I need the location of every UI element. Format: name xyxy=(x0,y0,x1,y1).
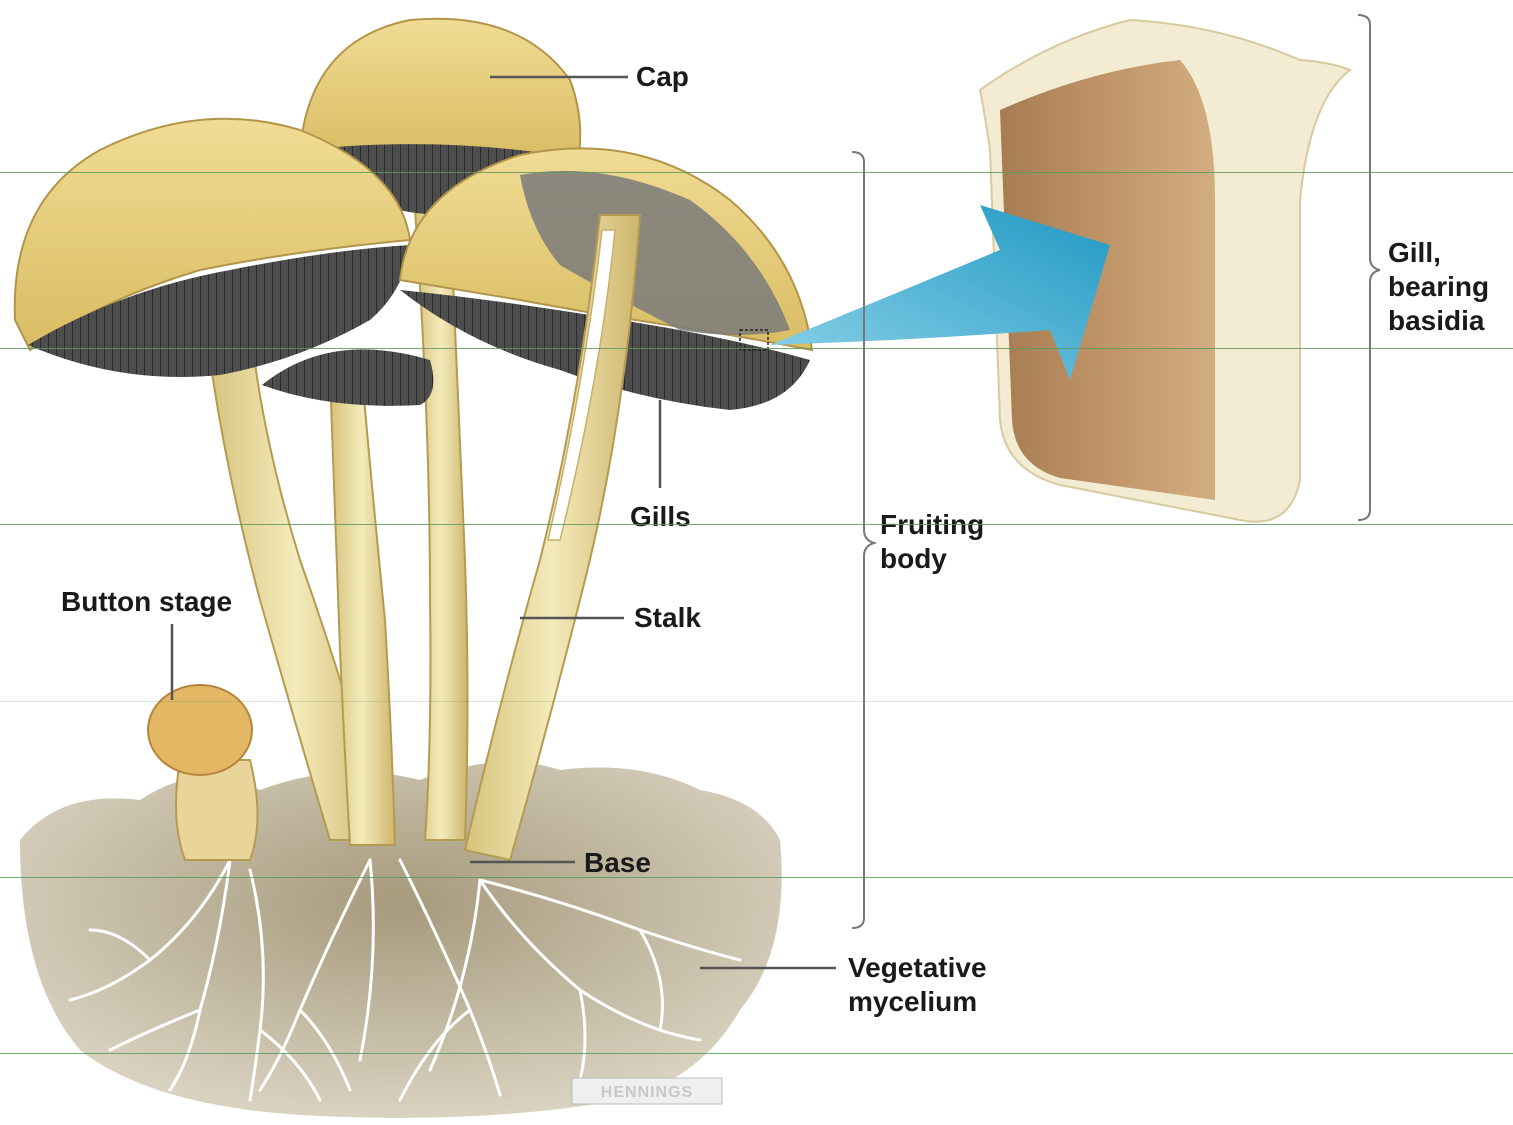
label-stalk: Stalk xyxy=(634,601,701,635)
cap-top xyxy=(300,19,580,160)
label-fruiting-body: Fruiting body xyxy=(880,508,984,576)
label-gill-detail: Gill, bearing basidia xyxy=(1388,236,1489,338)
ruled-line xyxy=(0,172,1513,173)
ruled-line xyxy=(0,1053,1513,1054)
label-gill-detail-line1: Gill, xyxy=(1388,236,1489,270)
ruled-line xyxy=(0,524,1513,525)
ruled-line xyxy=(0,701,1513,702)
ruled-line xyxy=(0,348,1513,349)
label-gill-detail-line3: basidia xyxy=(1388,304,1489,338)
label-fruiting-body-line2: body xyxy=(880,542,984,576)
label-gill-detail-line2: bearing xyxy=(1388,270,1489,304)
label-fruiting-body-line1: Fruiting xyxy=(880,508,984,542)
ruled-line xyxy=(0,877,1513,878)
label-gills: Gills xyxy=(630,500,691,534)
label-vegetative-mycelium-line1: Vegetative xyxy=(848,951,987,985)
button-stage-cap xyxy=(148,685,252,775)
label-vegetative-mycelium: Vegetative mycelium xyxy=(848,951,987,1019)
artist-signature: HENNINGS xyxy=(601,1084,693,1101)
gill-bracket xyxy=(1358,15,1380,520)
button-stage-stem xyxy=(176,760,258,860)
label-base: Base xyxy=(584,846,651,880)
label-button-stage: Button stage xyxy=(61,585,232,619)
gills-middle xyxy=(262,349,433,405)
label-cap: Cap xyxy=(636,60,689,94)
label-vegetative-mycelium-line2: mycelium xyxy=(848,985,987,1019)
fruiting-body-bracket xyxy=(852,152,874,928)
